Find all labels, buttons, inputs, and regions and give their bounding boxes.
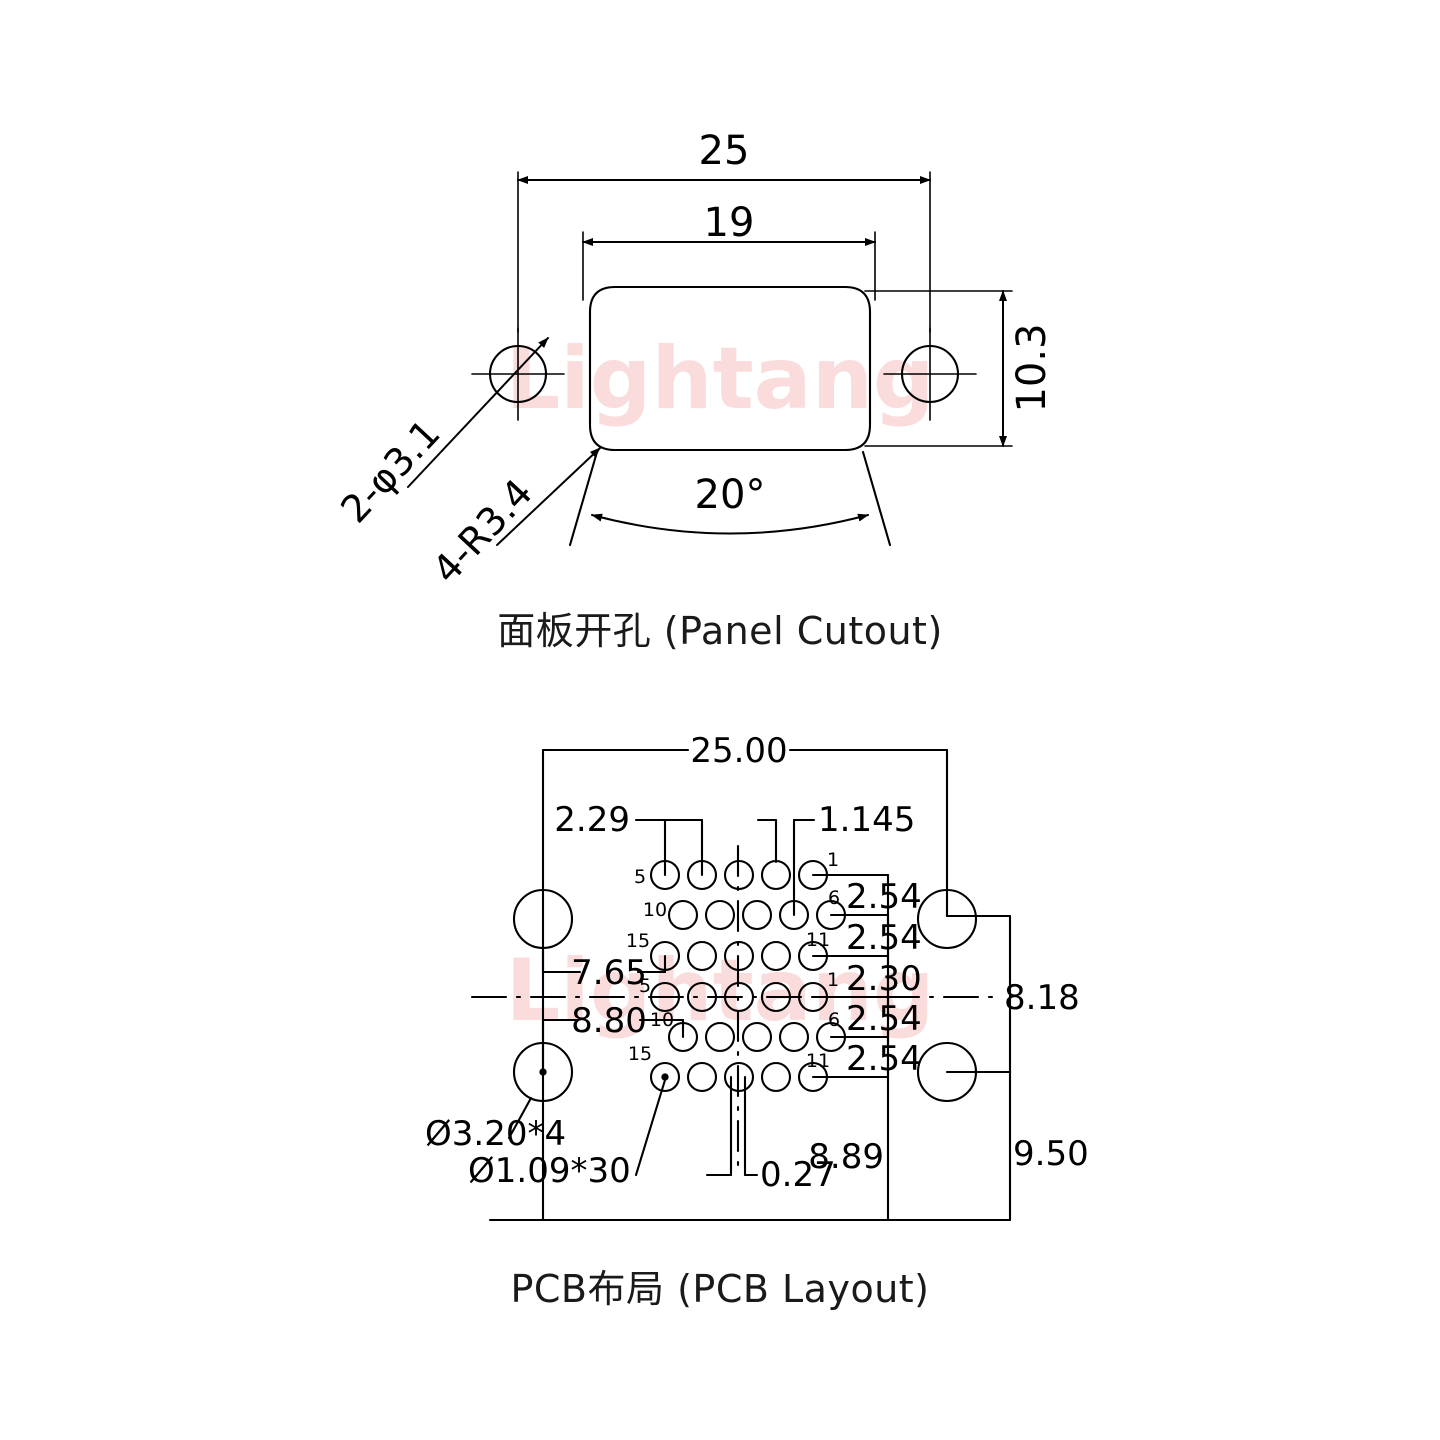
dim-label-7-65: 7.65 [571, 953, 647, 993]
pin-row-label-left-1: 5 [634, 866, 646, 888]
watermark-pcb: Lightang [506, 941, 935, 1041]
pin-row-label-right-6: 11 [806, 1050, 830, 1072]
dim-25-00-frame [541, 748, 949, 1222]
dim-10-3 [864, 290, 1013, 447]
pin-row-label-right-3: 11 [806, 929, 830, 951]
dim-label-10-3: 10.3 [1009, 323, 1055, 412]
dim-label-8-18: 8.18 [1004, 978, 1080, 1018]
watermark-panel: Lightang [506, 329, 935, 429]
pin-row-label-left-3: 15 [626, 930, 650, 952]
dim-25 [517, 171, 931, 333]
dim-label-8-89: 8.89 [808, 1137, 884, 1177]
pin-row-label-right-5: 6 [828, 1009, 840, 1031]
dim-label-1-145: 1.145 [818, 800, 915, 840]
pin-row-label-left-2: 10 [643, 899, 667, 921]
dim-label-25: 25 [699, 128, 750, 174]
dim-label-19: 19 [704, 200, 755, 246]
pin-row-label-left-4: 5 [639, 975, 651, 997]
dim-label-2-29: 2.29 [554, 800, 630, 840]
dim-label-9-50: 9.50 [1013, 1134, 1089, 1174]
pin-row-label-right-4: 1 [827, 969, 839, 991]
dim-label-8-80: 8.80 [571, 1001, 647, 1041]
leader-2phi31 [407, 337, 549, 488]
dim-label-angle: 20° [695, 472, 766, 518]
dim-7-65 [541, 946, 667, 974]
dim-19 [582, 231, 876, 301]
dim-0-27 [705, 1075, 759, 1177]
leader-pin-hole-callout [634, 1078, 667, 1177]
row-leaders-right [811, 873, 890, 1079]
dim-8-80 [541, 1018, 685, 1045]
leader-mount-hole-callout [507, 1096, 533, 1140]
pcb-layout-caption: PCB布局 (PCB Layout) [510, 1267, 930, 1311]
pin-row-label-right-1: 1 [827, 849, 839, 871]
dim-label-25-00: 25.00 [690, 731, 787, 771]
pin-row-label-right-2: 6 [828, 887, 840, 909]
pcb-layout-drawing: Lightang [425, 731, 1089, 1222]
hole-center-marks [471, 327, 977, 421]
dim-label-pitch-2: 2.54 [846, 918, 922, 958]
dim-label-pitch-5: 2.54 [846, 1039, 922, 1079]
pin-hole-grid [649, 859, 847, 1093]
dim-label-0-27: 0.27 [760, 1155, 836, 1195]
pin-row-label-left-6: 15 [628, 1043, 652, 1065]
dim-1-145 [756, 818, 816, 917]
dim-2-29 [634, 818, 704, 877]
pin-row-label-left-5: 10 [650, 1009, 674, 1031]
dim-label-pitch-4: 2.54 [846, 999, 922, 1039]
angle-arc [591, 513, 869, 535]
flare-left [568, 450, 599, 547]
flare-right [861, 450, 892, 547]
label-mount-hole-callout: Ø3.20*4 [425, 1114, 566, 1154]
pcb-mount-hole-tr [916, 888, 978, 950]
label-2phi31: 2-φ3.1 [332, 411, 448, 531]
dim-label-pitch-3: 2.30 [846, 959, 922, 999]
panel-cutout-drawing: Lightang [332, 128, 1055, 592]
dim-label-pitch-1: 2.54 [846, 877, 922, 917]
label-pin-hole-callout: Ø1.09*30 [468, 1151, 631, 1191]
leader-4r34 [496, 447, 601, 546]
label-4r34: 4-R3.4 [424, 471, 541, 592]
cutout-outline [588, 285, 872, 452]
panel-cutout-caption: 面板开孔 (Panel Cutout) [497, 609, 943, 653]
